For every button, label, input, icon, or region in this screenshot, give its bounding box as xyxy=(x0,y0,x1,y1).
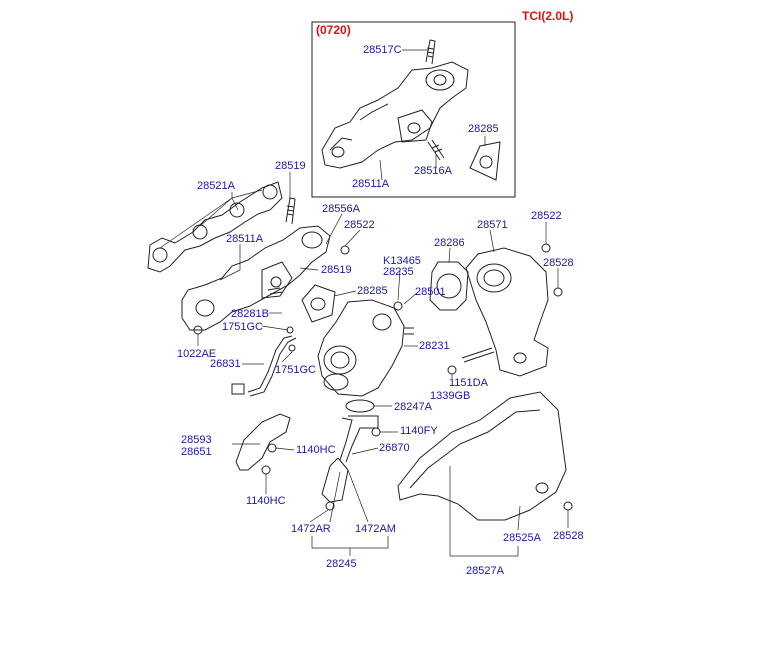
callout-28593: 28593 xyxy=(181,434,212,446)
turbo-gasket xyxy=(301,284,336,323)
callout-1339GB: 1339GB xyxy=(430,390,471,402)
heat-shield xyxy=(397,391,567,521)
turbocharger xyxy=(317,299,414,397)
oil-return-pipe xyxy=(321,415,379,503)
callout-1140HC-a: 1140HC xyxy=(296,444,336,456)
callout-28525A: 28525A xyxy=(503,532,541,544)
outlet-elbow xyxy=(465,247,549,377)
fasteners xyxy=(193,243,573,511)
callout-28245: 28245 xyxy=(326,558,357,570)
inset-bolt xyxy=(427,139,445,161)
callout-28521A: 28521A xyxy=(197,180,235,192)
callout-28571: 28571 xyxy=(477,219,508,231)
variant-inset-frame xyxy=(311,21,516,198)
callout-28501: 28501 xyxy=(415,286,446,298)
callout-28556A: 28556A xyxy=(322,203,360,215)
callout-28517C: 28517C xyxy=(363,44,402,56)
callout-1472AR: 1472AR xyxy=(291,523,331,535)
callout-1140HC-b: 1140HC xyxy=(246,495,286,507)
elbow-gasket xyxy=(429,261,469,311)
inset-gasket xyxy=(469,141,501,181)
callout-26831: 26831 xyxy=(210,358,241,370)
callout-28285: 28285 xyxy=(357,285,388,297)
callout-28235: 28235 xyxy=(383,266,414,278)
callout-28281B: 28281B xyxy=(231,308,269,320)
callout-1751GC-top: 1751GC xyxy=(222,321,263,333)
callout-28528-top: 28528 xyxy=(543,257,574,269)
callout-1151DA: 1151DA xyxy=(449,377,488,389)
callout-26870: 26870 xyxy=(379,442,410,454)
callout-28286: 28286 xyxy=(434,237,465,249)
callout-28519-mid: 28519 xyxy=(321,264,352,276)
callout-28511A: 28511A xyxy=(226,233,264,245)
inset-exhaust-manifold xyxy=(321,61,469,169)
callout-1472AM: 1472AM xyxy=(355,523,396,535)
model-label: TCI(2.0L) xyxy=(522,9,574,23)
callout-28519-top: 28519 xyxy=(275,160,306,172)
callout-28528-bot: 28528 xyxy=(553,530,584,542)
exhaust-manifold xyxy=(181,225,331,331)
callout-28516A: 28516A xyxy=(414,165,452,177)
inset-stud xyxy=(425,39,436,65)
callout-28247A: 28247A xyxy=(394,401,432,413)
oil-feed-pipe xyxy=(231,335,297,397)
leader-lines xyxy=(159,49,569,557)
manifold-gasket xyxy=(147,181,283,273)
callout-28522-left: 28522 xyxy=(344,219,375,231)
callout-1140FY: 1140FY xyxy=(400,425,438,437)
callout-28231: 28231 xyxy=(419,340,450,352)
callout-28285-inset: 28285 xyxy=(468,123,499,135)
callout-1751GC-bot: 1751GC xyxy=(275,364,316,376)
callout-28511A-inset: 28511A xyxy=(352,178,390,190)
turbo-bracket xyxy=(235,413,291,471)
callout-28651: 28651 xyxy=(181,446,212,458)
variant-label: (0720) xyxy=(316,23,351,37)
stud-upper xyxy=(285,197,296,225)
callout-28522-right: 28522 xyxy=(531,210,562,222)
callout-1022AE: 1022AE xyxy=(177,348,217,360)
callout-K13465: K13465 xyxy=(383,255,421,267)
callout-28527A: 28527A xyxy=(466,565,504,577)
